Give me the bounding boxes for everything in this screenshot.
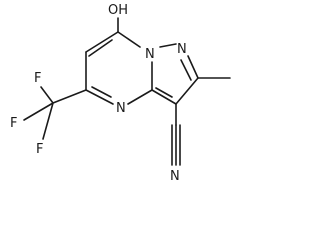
bond-c2-c3 bbox=[175, 77, 199, 105]
bond-c7-c6 bbox=[85, 31, 119, 53]
fluorine-left-label: F bbox=[10, 116, 17, 131]
bond-c3-c3a-inner bbox=[155, 87, 173, 98]
pyrazole-nitrogen-label: N bbox=[177, 42, 187, 57]
bond-c5-n4 bbox=[85, 89, 114, 105]
bond-n4-c3a bbox=[127, 89, 153, 105]
bond-n1-c2-inner bbox=[180, 59, 192, 81]
bond-c5-cf3 bbox=[52, 89, 87, 104]
bond-c3-c3a bbox=[151, 89, 177, 105]
bond-cf3-f-left bbox=[23, 102, 54, 121]
bridge-nitrogen-label: N bbox=[145, 47, 155, 62]
pyrimidine-nitrogen-label: N bbox=[116, 101, 126, 116]
bond-n7a-n1 bbox=[159, 43, 177, 48]
fluorine-bottom-label: F bbox=[36, 142, 43, 157]
bond-cf3-f-top bbox=[40, 86, 54, 104]
chemical-structure-diagram: OH N N N N F F F bbox=[10, 3, 231, 184]
bond-n7a-c7 bbox=[117, 31, 141, 48]
bond-c5-n4-inner bbox=[91, 86, 112, 98]
structure-canvas: OH N N N N F F F bbox=[10, 3, 231, 184]
bond-c7-c6-inner bbox=[88, 39, 113, 57]
nitrile-nitrogen-label: N bbox=[170, 169, 180, 184]
fluorine-top-label: F bbox=[34, 71, 41, 86]
bond-n1-c2 bbox=[187, 55, 199, 79]
bond-cf3-f-bottom bbox=[42, 102, 54, 140]
hydroxyl-label: OH bbox=[108, 3, 128, 18]
